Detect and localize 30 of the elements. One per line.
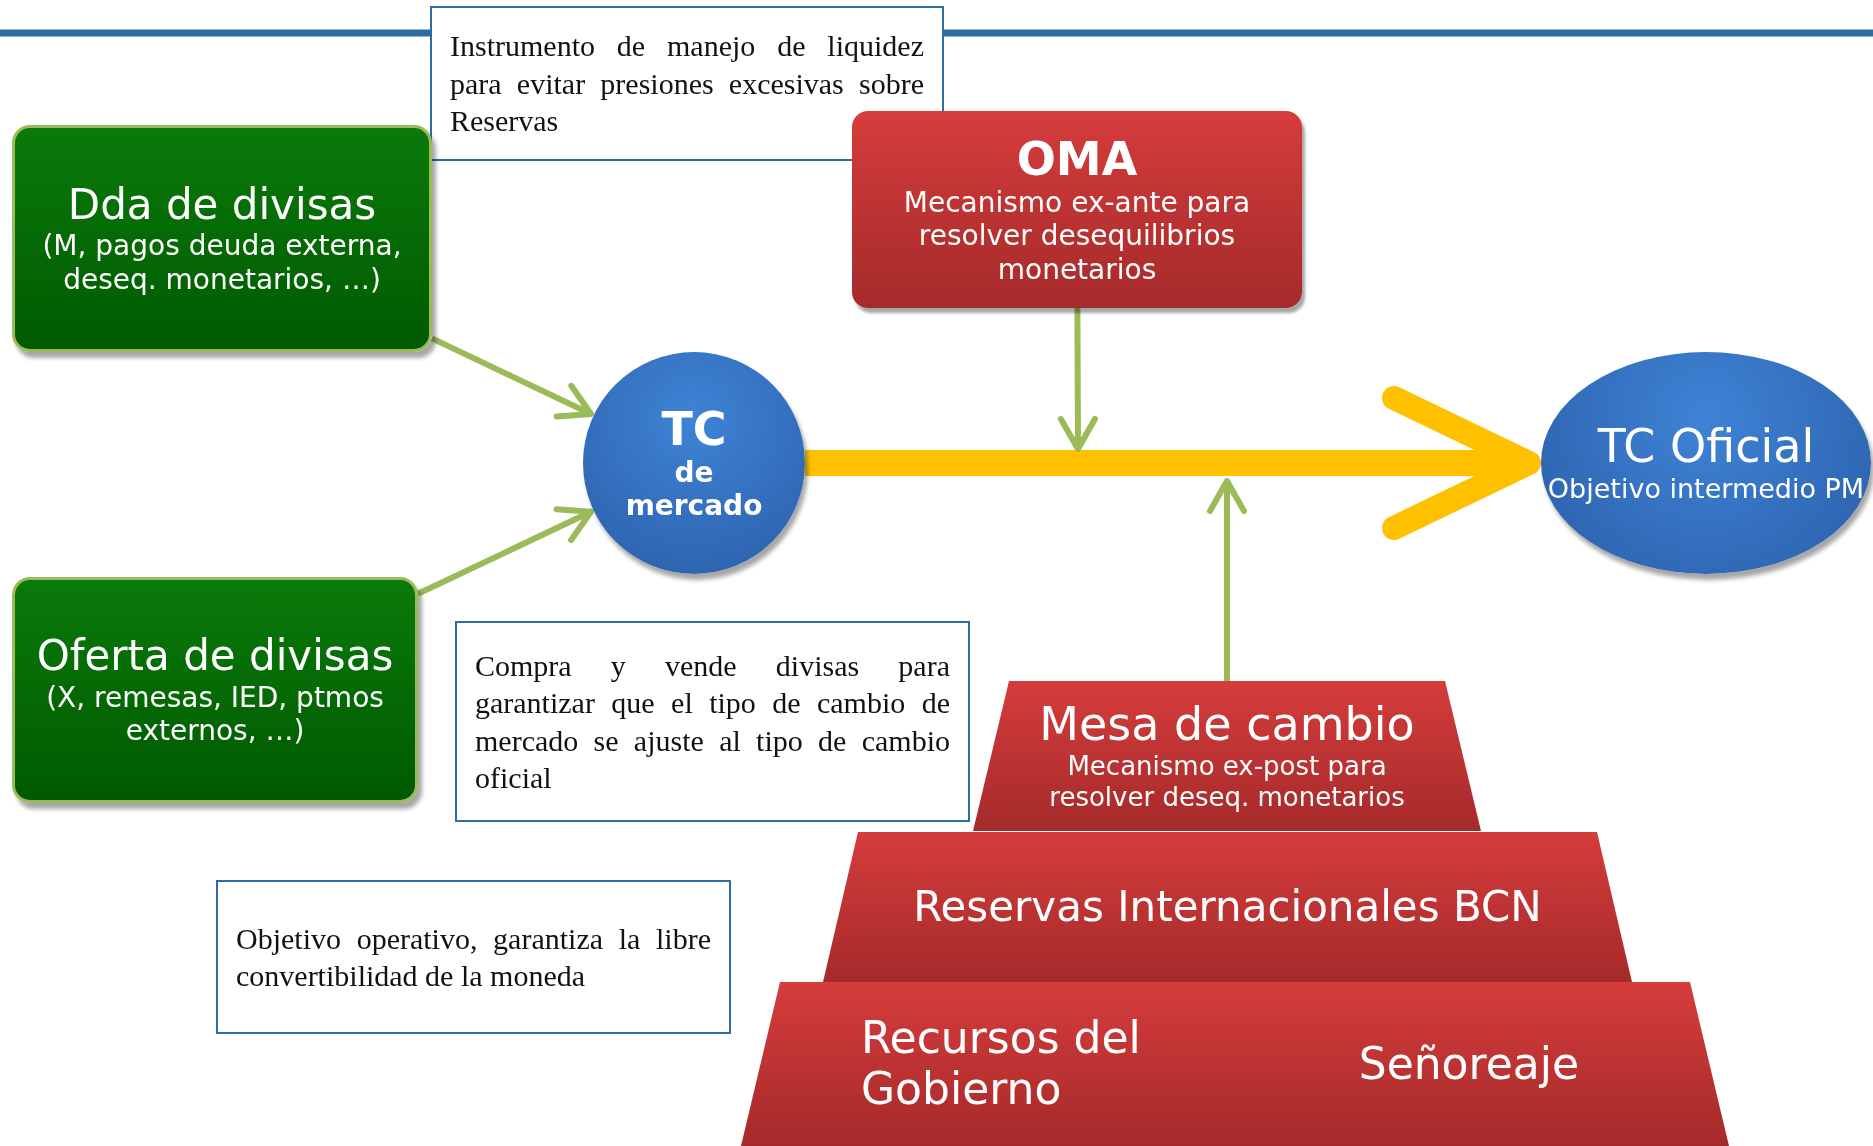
note-text: Instrumento de manejo de liquidez para evitar presiones excesivas sobre Reservas [450,28,924,140]
node-subtitle: (M, pagos deuda externa, deseq. monetarios, …) [41,229,403,297]
note-text: Compra y vende divisas para garantizar que el tipo de cambio de mercado se ajuste al tipo de cambio oficial [475,647,950,796]
node-title: Mesa de cambio [1039,698,1415,752]
node-title: TC [661,402,727,456]
arrow [1207,478,1247,681]
arrow [430,335,595,420]
node-title: OMA [1016,132,1138,186]
node-subtitle: de mercado [624,455,764,524]
node-subtitle: (X, remesas, IED, ptmos externos, …) [45,680,385,748]
node-subtitle: Señoreaje [1358,1037,1579,1091]
node-title: Recursos del Gobierno [861,1013,1142,1115]
note-box [430,6,944,161]
node-subtitle: Mecanismo ex-ante para resolver desequilibrios monetarios [902,185,1252,287]
arrow [1057,308,1098,452]
arrow [805,386,1541,540]
input-box [12,125,432,352]
node-title: Oferta de divisas [36,632,394,681]
pyramid-tier [973,681,1481,831]
mechanism-box [852,111,1302,308]
node-title: TC Oficial [1597,420,1815,474]
arrow [416,506,594,597]
node-subtitle: Mecanismo ex-post para resolver deseq. monetarios [1048,751,1406,814]
node-subtitle: Objetivo intermedio PM [1547,473,1865,506]
node-title: Dda de divisas [67,180,377,230]
note-text: Objetivo operativo, garantiza la libre convertibilidad de la moneda [236,920,711,994]
note-box [455,621,970,822]
input-box [12,577,418,803]
note-box [216,880,731,1034]
node-title: Reservas Internacionales BCN [913,882,1542,932]
